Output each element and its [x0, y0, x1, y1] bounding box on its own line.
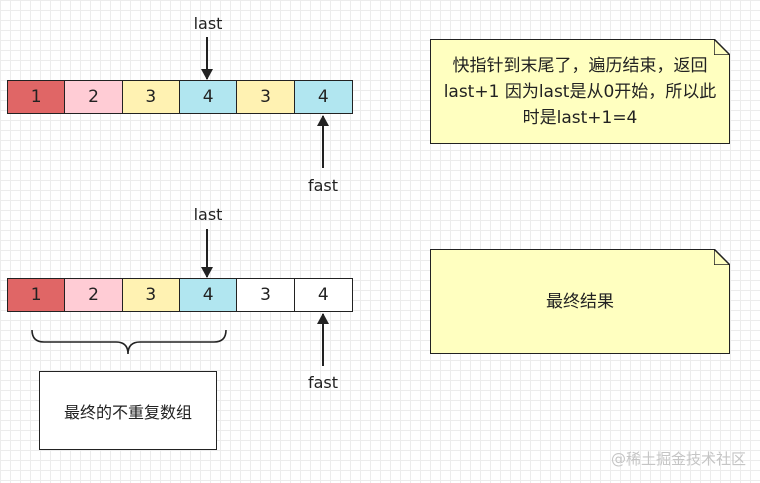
fast-pointer-label-top: fast — [307, 176, 339, 195]
last-pointer-label-bottom: last — [193, 205, 223, 224]
array-cell: 1 — [8, 279, 66, 311]
array-cell: 2 — [65, 279, 123, 311]
array-cell: 1 — [8, 81, 66, 113]
result-note-fold-corner — [714, 249, 730, 265]
watermark: @稀土掘金技术社区 — [610, 450, 746, 468]
curly-brace — [31, 329, 227, 355]
result-note-text: 最终结果 — [546, 291, 614, 312]
array-cell: 2 — [65, 81, 123, 113]
fast-pointer-label-bottom: fast — [307, 373, 339, 392]
array-cell: 3 — [122, 279, 180, 311]
note-fold-corner — [714, 39, 730, 55]
fast-pointer-arrow-top — [317, 115, 329, 168]
unique-array-label-box: 最终的不重复数组 — [39, 371, 217, 450]
array-cell: 4 — [294, 81, 352, 113]
array-cell: 3 — [237, 81, 295, 113]
array-cell: 3 — [237, 279, 295, 311]
last-pointer-arrow-bottom — [201, 229, 213, 278]
array-cell: 4 — [179, 279, 238, 311]
explanation-note-text: 快指针到末尾了，遍历结束，返回last+1 因为last是从0开始，所以此时是l… — [443, 55, 717, 128]
fast-pointer-arrow-bottom — [317, 313, 329, 366]
unique-array-label: 最终的不重复数组 — [63, 402, 192, 422]
array-cell: 4 — [179, 81, 238, 113]
result-note: 最终结果 — [430, 249, 730, 354]
last-pointer-arrow-top — [201, 37, 213, 80]
last-pointer-label-top: last — [193, 14, 223, 33]
array-cell: 4 — [294, 279, 352, 311]
array-cell: 3 — [122, 81, 180, 113]
explanation-note: 快指针到末尾了，遍历结束，返回last+1 因为last是从0开始，所以此时是l… — [430, 39, 730, 144]
